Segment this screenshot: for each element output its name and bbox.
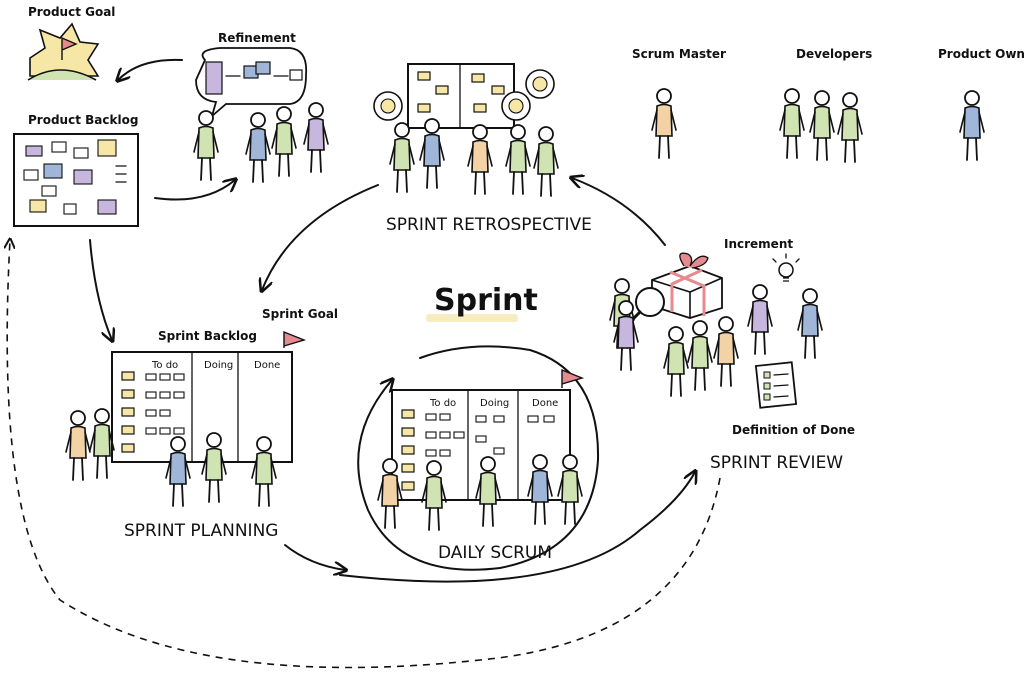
lightbulb-icon <box>772 253 800 282</box>
planning-col-doing: Doing <box>204 360 233 371</box>
daily-col-todo: To do <box>429 398 456 409</box>
daily-col-done: Done <box>532 398 558 409</box>
sprint-planning-label: SPRINT PLANNING <box>124 521 278 541</box>
refinement-group: Refinement <box>193 31 329 183</box>
planning-to-daily-arrow <box>284 544 345 570</box>
refinement-person-3 <box>271 106 297 177</box>
refinement-bubble <box>195 47 308 119</box>
review-person-7 <box>797 288 823 359</box>
sprint-review-group: Increment Definition of <box>609 237 855 473</box>
review-person-6 <box>747 284 773 355</box>
roles-group: Scrum Master Developers Product Owner <box>632 47 1024 163</box>
review-person-5 <box>713 316 739 387</box>
definition-of-done-checklist-icon <box>754 361 798 409</box>
sprint-goal-flag-icon <box>283 330 307 348</box>
long-feedback-arrow <box>7 240 721 669</box>
role-scrum-master-label: Scrum Master <box>632 47 726 61</box>
increment-gift-icon <box>651 252 723 319</box>
goal-sun-icon <box>29 22 100 77</box>
review-to-retro-arrow <box>572 178 666 246</box>
sprint-title: Sprint <box>434 283 538 318</box>
retro-to-planning-arrow <box>262 184 379 290</box>
sprint-retrospective-label: SPRINT RETROSPECTIVE <box>386 215 592 235</box>
daily-goal-flag-icon <box>561 368 585 388</box>
sprint-title-underline <box>426 314 518 322</box>
review-person-4 <box>687 320 713 391</box>
developer-figure-1 <box>779 88 805 159</box>
sprint-goal-label: Sprint Goal <box>262 307 338 321</box>
retro-speech-bubbles <box>373 69 555 121</box>
planning-person-2 <box>89 408 115 479</box>
developer-figure-2 <box>809 90 835 161</box>
refinement-person-1 <box>193 110 219 181</box>
product-backlog-notes <box>23 139 127 215</box>
backlog-to-planning-arrow <box>89 239 112 340</box>
role-developers-label: Developers <box>796 47 872 61</box>
product-goal-label: Product Goal <box>28 5 115 19</box>
retro-person-1 <box>389 122 415 193</box>
daily-scrum-label: DAILY SCRUM <box>438 543 552 563</box>
daily-scrum-group: To do Doing Done DAILY SCRUM <box>357 345 600 571</box>
sprint-backlog-label: Sprint Backlog <box>158 329 257 343</box>
goal-hill-icon <box>27 69 97 81</box>
refinement-person-2 <box>245 112 271 183</box>
developer-figure-3 <box>837 92 863 163</box>
daily-to-review-arrow <box>339 472 695 583</box>
role-product-owner-label: Product Owner <box>938 47 1024 61</box>
retro-person-4 <box>505 124 531 195</box>
retro-person-2 <box>419 118 445 189</box>
retro-person-3 <box>467 124 493 195</box>
refinement-to-goal-arrow <box>118 58 183 80</box>
refinement-person-4 <box>303 102 329 173</box>
goal-flag-icon <box>61 36 78 60</box>
refinement-label: Refinement <box>218 31 296 45</box>
planning-col-done: Done <box>254 360 280 371</box>
flow-arrows <box>7 58 721 669</box>
retro-person-5 <box>533 126 559 197</box>
product-owner-figure <box>959 90 985 161</box>
planning-person-1 <box>65 410 91 481</box>
sprint-review-label: SPRINT REVIEW <box>710 453 843 473</box>
daily-col-doing: Doing <box>480 398 509 409</box>
sprint-planning-group: Sprint Backlog Sprint Goal To do Doing D… <box>65 307 338 541</box>
product-backlog-group: Product Backlog <box>13 113 139 227</box>
sprint-title-group: Sprint <box>426 283 538 322</box>
product-backlog-label: Product Backlog <box>28 113 138 127</box>
refinement-notes <box>205 61 303 95</box>
daily-scrum-cycle <box>357 345 600 571</box>
review-person-3 <box>663 326 689 397</box>
increment-label: Increment <box>724 237 793 251</box>
backlog-to-refinement-arrow <box>154 180 235 201</box>
planning-col-todo: To do <box>151 360 178 371</box>
sprint-retrospective-group: SPRINT RETROSPECTIVE <box>373 63 592 235</box>
scrum-master-figure <box>651 88 677 159</box>
product-goal-group: Product Goal <box>27 5 115 81</box>
definition-of-done-label: Definition of Done <box>732 423 855 437</box>
